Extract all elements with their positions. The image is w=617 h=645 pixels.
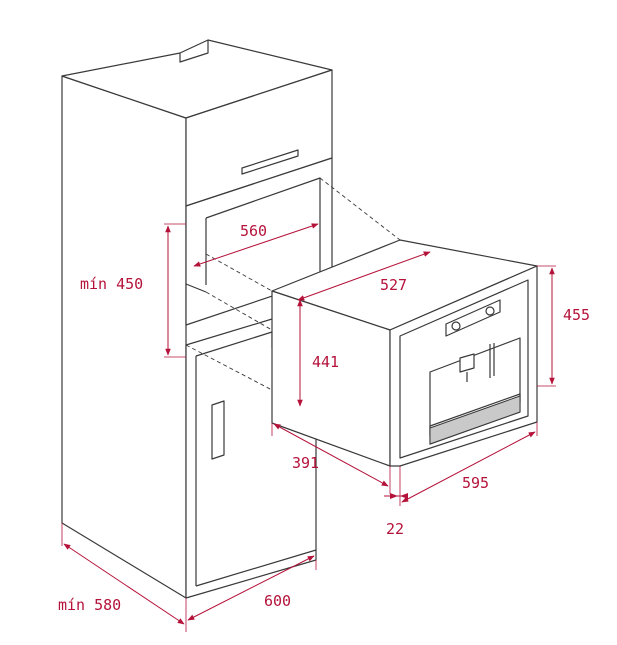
label-391: 391: [292, 454, 320, 472]
dim-line-391: [271, 423, 391, 494]
drawer-handle: [241, 149, 299, 175]
label-527: 527: [380, 276, 408, 294]
label-600: 600: [264, 592, 292, 610]
label-560: 560: [240, 222, 268, 240]
dim-line-560: [193, 223, 319, 267]
label-441: 441: [312, 353, 340, 371]
control-knob-right: [485, 306, 495, 316]
dim-line-600: [185, 555, 317, 632]
label-22: 22: [386, 520, 405, 538]
dim-line-min580: [61, 523, 185, 625]
projection-lines: [185, 177, 401, 391]
label-min-450: mín 450: [80, 275, 144, 293]
dim-line-595: [399, 422, 538, 506]
door-handle: [211, 400, 225, 460]
control-knob-left: [451, 321, 461, 331]
dim-line-455: [537, 265, 556, 387]
label-min-580: mín 580: [58, 596, 122, 614]
label-595: 595: [462, 474, 490, 492]
dim-line-min450: [164, 223, 186, 358]
label-455: 455: [563, 306, 591, 324]
coffee-spout: [459, 353, 475, 373]
dim-line-527: [297, 251, 431, 301]
dim-line-22: [384, 493, 408, 499]
